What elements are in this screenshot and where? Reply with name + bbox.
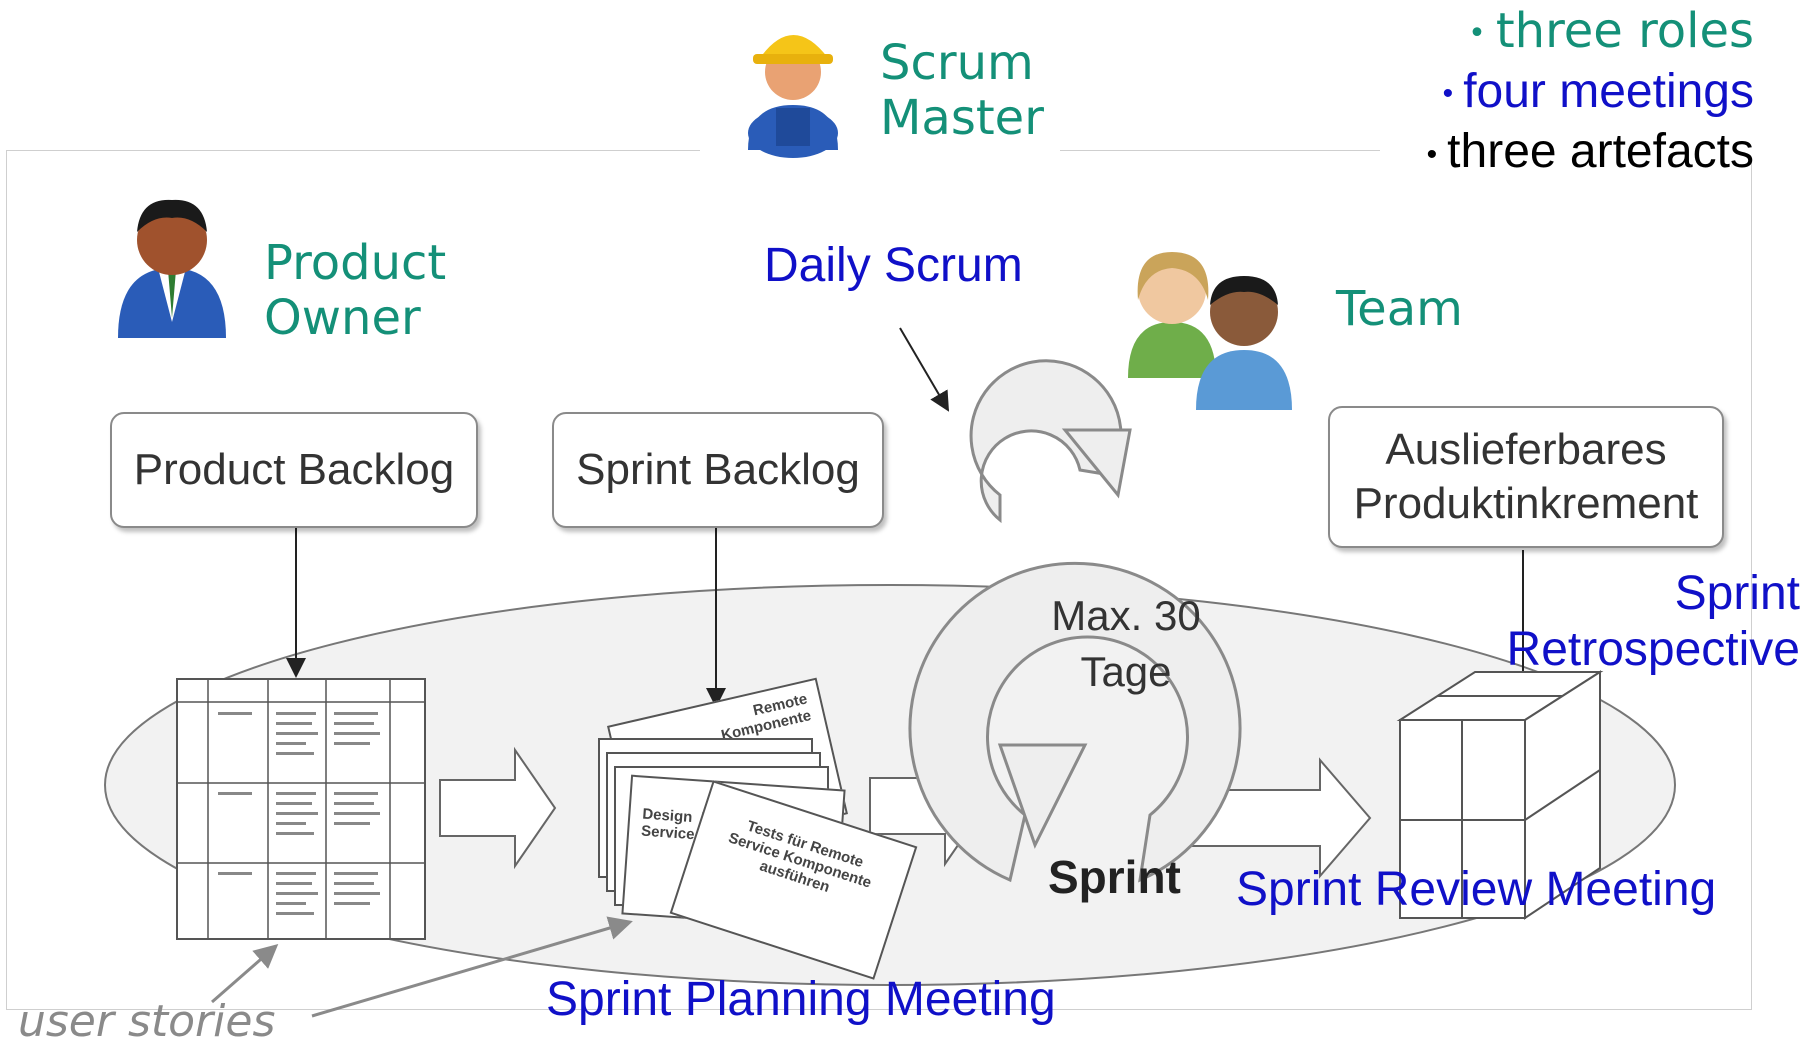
daily-cycle-arrowhead xyxy=(1061,428,1132,499)
team-icon xyxy=(1128,252,1292,410)
arrow-user-stories-table xyxy=(211,944,279,1004)
summary-roles: •three roles xyxy=(1468,3,1754,59)
arrow-daily-scrum xyxy=(899,327,950,412)
sprint-backlog-label: Sprint Backlog xyxy=(576,445,860,494)
scrum-master-icon xyxy=(748,35,838,158)
arrow-user-stories-cards xyxy=(311,916,633,1018)
sprint-review-label: Sprint Review Meeting xyxy=(1236,863,1717,916)
summary-artefacts-text: three artefacts xyxy=(1447,125,1754,179)
sprint-cycle-arrowhead xyxy=(997,743,1088,849)
product-owner-icon xyxy=(118,199,226,338)
user-stories-label: user stories xyxy=(18,996,276,1047)
daily-scrum-label: Daily Scrum xyxy=(764,239,1023,292)
product-backlog-label: Product Backlog xyxy=(133,445,455,494)
sprint-retrospective-label: Sprint Retrospective xyxy=(1506,567,1800,676)
increment-box: Auslieferbares Produktinkrement xyxy=(1328,406,1724,548)
summary-meetings: •four meetings xyxy=(1442,65,1754,118)
increment-cube xyxy=(1396,670,1604,920)
product-backlog-box: Product Backlog xyxy=(110,412,478,528)
summary-meetings-text: four meetings xyxy=(1463,65,1754,118)
product-owner-label: Product Owner xyxy=(264,235,447,346)
sprint-duration-label: Max. 30 Tage xyxy=(1051,592,1201,695)
flow-arrow-3 xyxy=(1179,757,1372,879)
user-stories-table xyxy=(176,678,426,940)
increment-label: Auslieferbares Produktinkrement xyxy=(1353,425,1699,528)
sprint-cycle-arrow xyxy=(908,561,1242,883)
frame-gap-right xyxy=(1380,140,1760,160)
sprint-backlog-box: Sprint Backlog xyxy=(552,412,884,528)
sprint-label: Sprint xyxy=(1048,851,1181,903)
scrum-master-label: Scrum Master xyxy=(880,35,1044,146)
summary-artefacts: •three artefacts xyxy=(1426,125,1754,179)
flow-arrow-1 xyxy=(439,746,557,870)
summary-list: •three roles •four meetings •three artef… xyxy=(1427,2,1754,184)
summary-roles-text: three roles xyxy=(1495,3,1754,59)
sprint-planning-label: Sprint Planning Meeting xyxy=(546,973,1056,1026)
team-label: Team xyxy=(1336,281,1463,337)
